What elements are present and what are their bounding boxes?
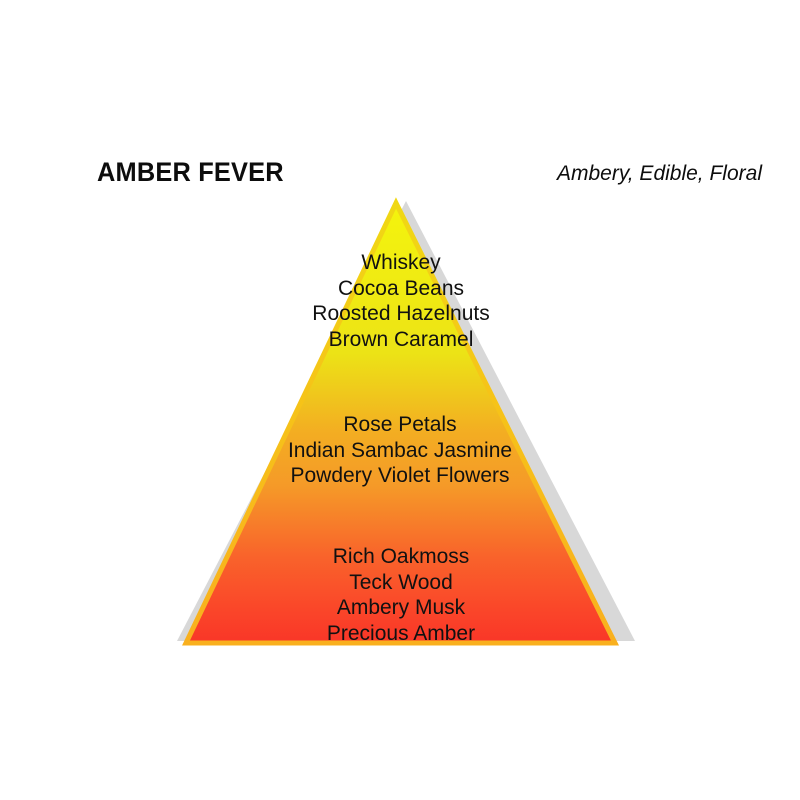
page-title: AMBER FEVER [97,157,284,187]
header: AMBER FEVER Ambery, Edible, Floral [0,155,800,199]
fragrance-families-label: Ambery, Edible, Floral [556,162,762,185]
pyramid-body [182,197,620,646]
